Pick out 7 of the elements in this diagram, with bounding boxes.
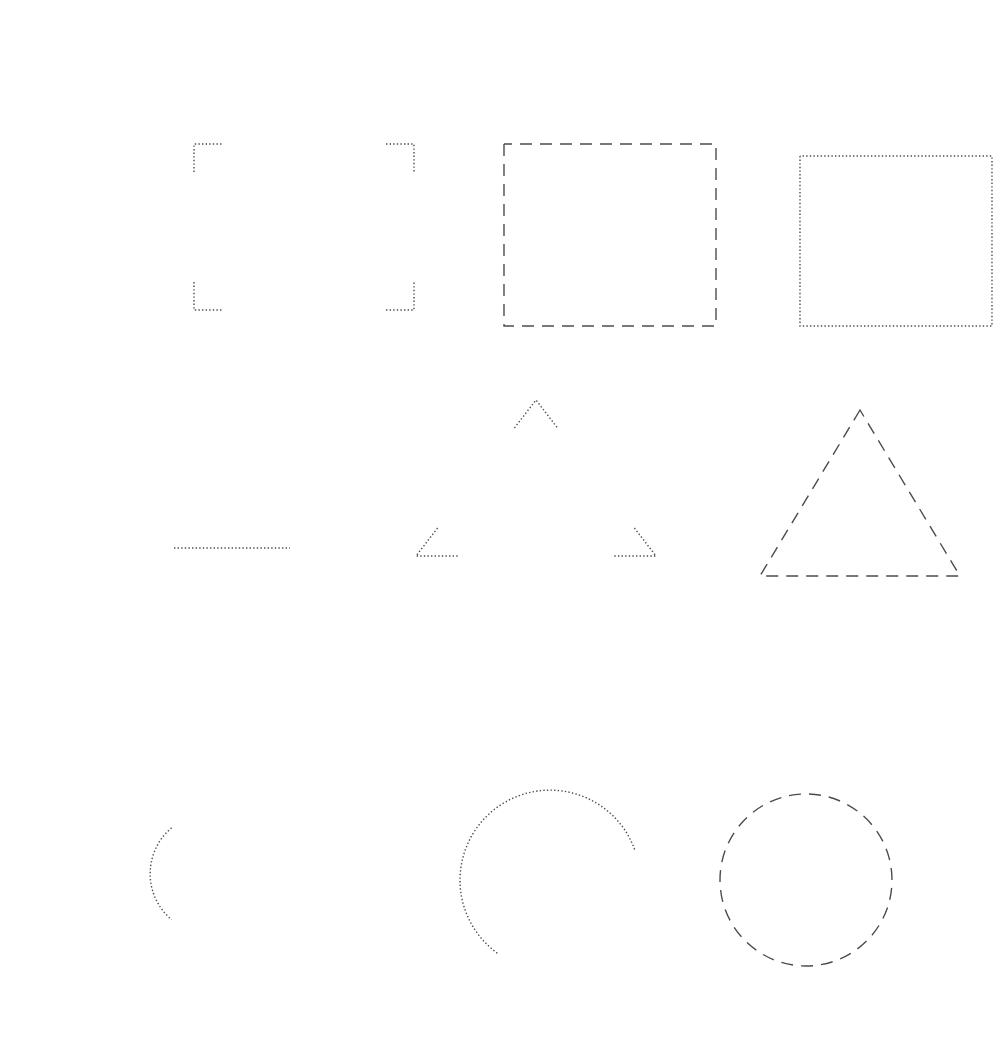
arc bbox=[149, 827, 173, 921]
line-segment bbox=[173, 547, 291, 549]
triangle-corners bbox=[414, 398, 658, 557]
dashed-circle bbox=[719, 793, 893, 967]
incomplete-square bbox=[193, 143, 415, 311]
dashed-square bbox=[503, 143, 717, 327]
dotted-square bbox=[799, 155, 993, 327]
